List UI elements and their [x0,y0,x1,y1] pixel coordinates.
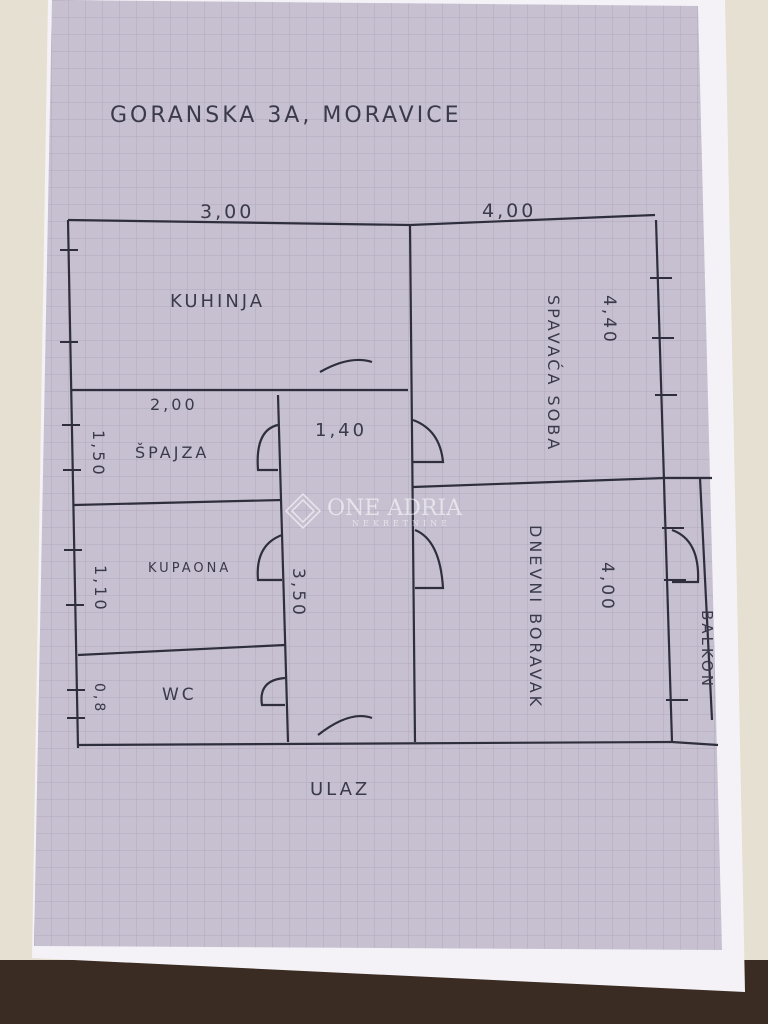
room-bathroom: KUPAONA [148,561,231,576]
room-wc: WC [162,685,197,705]
paper-sheet [32,0,745,992]
dim-hall-length: 3,50 [288,568,308,618]
dim-pantry-width: 2,00 [150,395,198,414]
watermark-logo-icon [284,492,322,530]
watermark-sub: NEKRETNINE [352,519,451,528]
address-title: GORANSKA 3A, MORAVICE [110,103,461,128]
dim-kitchen-width: 3,00 [200,201,254,223]
dimension-ticks [60,249,688,719]
dim-pantry-depth: 1,50 [89,430,108,478]
room-entrance: ULAZ [310,779,370,800]
room-balcony: BALKON [698,610,716,689]
walls [66,213,719,749]
watermark: ONE ADRIA NEKRETNINE [284,492,463,530]
dim-wc-depth: 0,8 [91,683,107,714]
dim-bedroom-width: 4,00 [482,200,536,222]
dim-hall-width: 1,40 [315,420,367,441]
dim-bathroom-depth: 1,10 [91,565,110,613]
dim-bedroom-depth: 4,40 [599,295,619,345]
room-living: DNEVNI BORAVAK [526,525,545,709]
room-kitchen: KUHINJA [170,291,265,312]
watermark-brand: ONE ADRIA [327,496,463,521]
room-pantry: ŠPAJZA [135,443,209,462]
dim-living-depth: 4,00 [597,562,617,612]
room-bedroom: SPAVAĆA SOBA [544,295,563,452]
